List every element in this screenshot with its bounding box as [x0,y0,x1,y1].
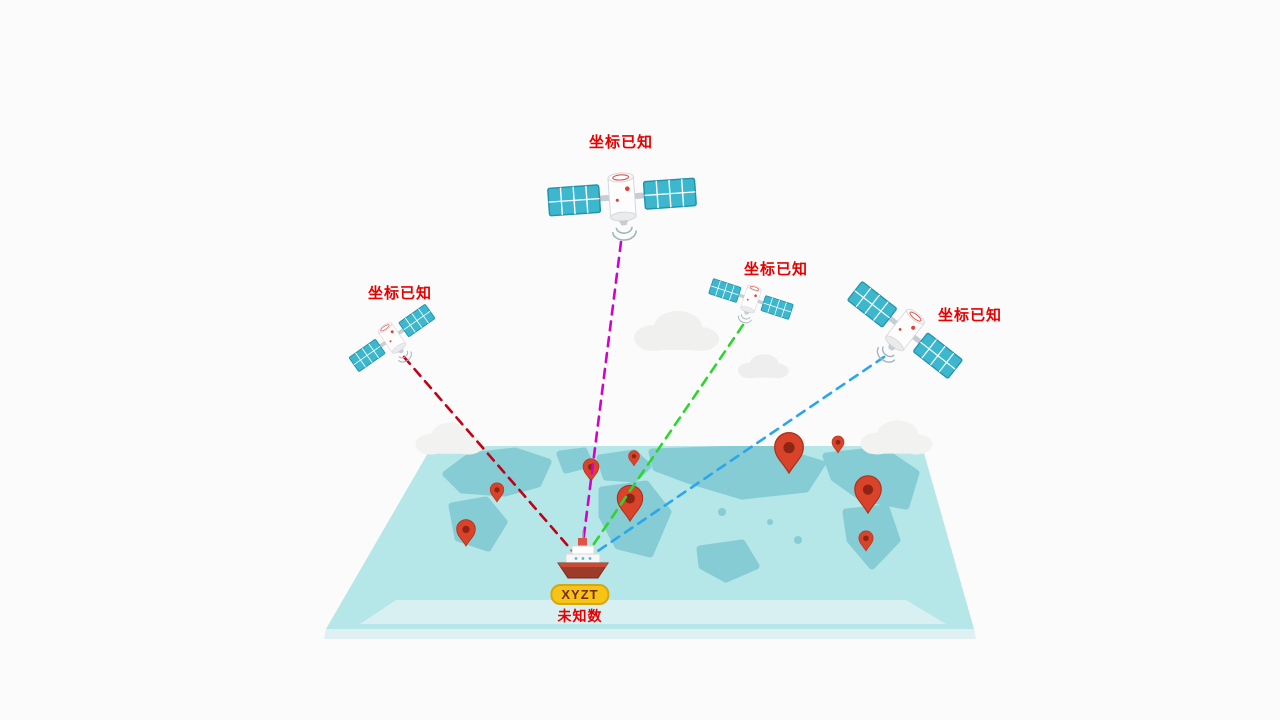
signal-lines [402,240,886,563]
world-map [324,446,976,639]
ship-unknown-label: 未知数 [557,608,603,624]
satellite-label-known-3: 坐标已知 [743,261,809,278]
map-antarctica [360,600,946,624]
ship-coordinates-badge: XYZT [550,584,610,605]
signal-line-magenta [579,240,623,561]
satellite-label-known-2: 坐标已知 [588,134,654,151]
satellite-label-known-1: 坐标已知 [367,285,433,302]
signal-line-blue [587,355,886,559]
cloud-icon [634,311,719,351]
satellite-label-known-4: 坐标已知 [937,307,1003,324]
satellite-icon [345,299,446,387]
cloud-icon [737,354,789,379]
cloud-icon [415,422,484,455]
satellite-icon [703,273,795,335]
signal-line-green [583,323,745,559]
map-side-edge [324,629,976,639]
cloud-icon [860,420,933,455]
ship-icon [557,531,609,579]
signal-line-red [402,355,583,563]
satellite-icon [547,168,698,245]
